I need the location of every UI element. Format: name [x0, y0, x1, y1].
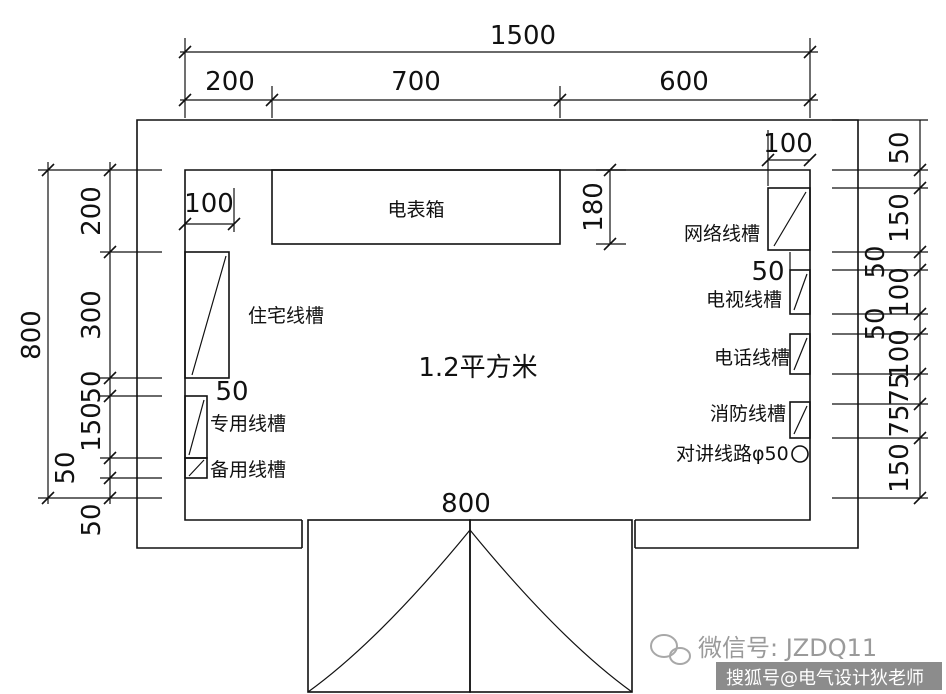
dimension-right-150a: 150: [885, 193, 915, 243]
network-trough: [767, 187, 811, 251]
dimension-right-150b: 150: [885, 443, 915, 493]
phone-trough-label: 电话线槽: [714, 347, 790, 369]
dimension-left-50a: 50: [77, 370, 107, 403]
meter-depth-dimension-lines: [596, 163, 626, 251]
sohu-watermark-text: 搜狐号@电气设计狄老师: [726, 668, 924, 689]
dedicated-trough-label: 专用线槽: [210, 413, 286, 435]
right-dimension-lines: [832, 119, 928, 505]
dimension-seg-b: 700: [391, 67, 441, 97]
dedicated-trough: [184, 395, 208, 459]
dimension-right-100a: 100: [885, 267, 915, 317]
meter-box-label: 电表箱: [387, 199, 444, 221]
intercom-pipe: [791, 445, 809, 463]
dimension-right-100b: 100: [885, 329, 915, 379]
network-trough-label: 网络线槽: [684, 223, 760, 245]
wechat-id-text: 微信号: JZDQ11: [698, 634, 877, 662]
tv-trough: [789, 269, 811, 315]
dimension-right-net-50: 50: [751, 257, 784, 287]
dimension-overall-depth: 800: [17, 310, 47, 360]
meter-depth-dimension: 180: [579, 182, 609, 232]
door-swing-left: [307, 529, 471, 693]
fire-trough: [789, 401, 811, 439]
meter-offset-dimension-lines: [178, 188, 241, 232]
double-door: [307, 519, 633, 693]
dimension-right-50c: 50: [861, 307, 891, 340]
room-area-label: 1.2平方米: [418, 353, 537, 383]
top-dimension-lines: [178, 38, 818, 118]
residential-trough-label: 住宅线槽: [248, 305, 324, 327]
left-dimension-lines: [38, 162, 162, 505]
outer-wall: [136, 119, 859, 549]
dimension-seg-a: 200: [205, 67, 255, 97]
door-leaf-right: [469, 519, 633, 693]
dimension-right-75b: 75: [885, 404, 915, 437]
meter-offset-dimension: 100: [184, 189, 234, 219]
dimension-right-50: 50: [885, 131, 915, 164]
door-swing-right: [469, 529, 633, 693]
wechat-icon: [650, 634, 691, 665]
dimension-right-50b: 50: [861, 245, 891, 278]
dimension-left-50b: 50: [51, 451, 81, 484]
dimension-left-200: 200: [77, 186, 107, 236]
dimension-left-50c: 50: [77, 503, 107, 536]
residential-trough: [184, 251, 230, 379]
phone-trough: [789, 333, 811, 375]
dimension-seg-c: 600: [659, 67, 709, 97]
dimension-left-150: 150: [77, 402, 107, 452]
wechat-watermark: 微信号: JZDQ11: [650, 634, 877, 665]
sohu-watermark-band: [716, 662, 942, 690]
dimension-left-300: 300: [77, 290, 107, 340]
meter-box: [271, 169, 561, 245]
dimension-right-75a: 75: [885, 372, 915, 405]
spare-trough-label: 备用线槽: [210, 459, 286, 481]
room-walls: [136, 119, 859, 549]
spare-trough: [184, 457, 208, 479]
intercom-pipe-label: 对讲线路φ50: [676, 443, 789, 465]
dimension-overall-width: 1500: [490, 21, 556, 51]
dimension-right-top-100: 100: [763, 129, 813, 159]
door-leaf-left: [307, 519, 471, 693]
tv-trough-label: 电视线槽: [706, 289, 782, 311]
dedicated-trough-gap: 50: [215, 377, 248, 407]
right-top-dimension-lines: [761, 130, 817, 270]
door-width-dimension: 800: [441, 489, 491, 519]
fire-trough-label: 消防线槽: [710, 403, 786, 425]
